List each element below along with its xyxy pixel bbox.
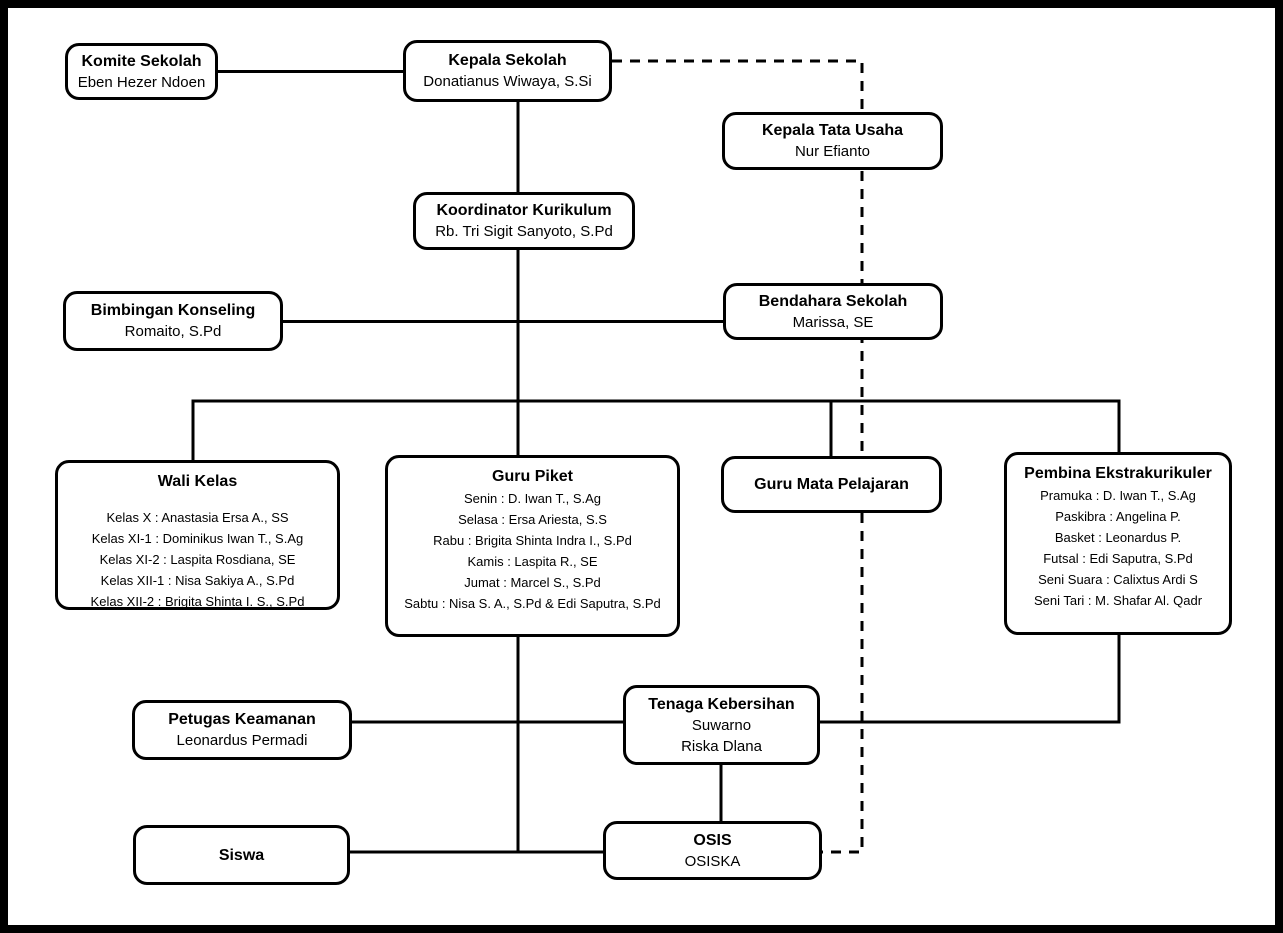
box-petugas-keamanan-title: Petugas Keamanan: [168, 711, 316, 728]
box-pembina-ekstrakurikuler-body: Pramuka : D. Iwan T., S.Ag Paskibra : An…: [1033, 488, 1203, 608]
edge-pembina-tenaga: [820, 635, 1121, 724]
box-petugas-keamanan-body: Leonardus Permadi: [176, 732, 308, 749]
box-guru-piket-body: Senin : D. Iwan T., S.Ag Selasa : Ersa A…: [404, 491, 661, 611]
box-siswa-title: Siswa: [218, 846, 265, 864]
box-koordinator-kurikulum-body: Rb. Tri Sigit Sanyoto, S.Pd: [435, 223, 613, 240]
box-bendahara-sekolah: Bendahara Sekolah Marissa, SE: [723, 283, 943, 340]
box-pembina-ekstrakurikuler: Pembina Ekstrakurikuler Pramuka : D. Iwa…: [1004, 452, 1232, 635]
box-bimbingan-konseling: Bimbingan Konseling Romaito, S.Pd: [63, 291, 283, 351]
box-bimbingan-konseling-body: Romaito, S.Pd: [124, 323, 222, 340]
box-kepala-tata-usaha-body: Nur Efianto: [794, 143, 871, 160]
box-bendahara-sekolah-title: Bendahara Sekolah: [758, 292, 908, 310]
box-kepala-tata-usaha: Kepala Tata Usaha Nur Efianto: [722, 112, 943, 170]
box-guru-piket: Guru Piket Senin : D. Iwan T., S.Ag Sela…: [385, 455, 680, 637]
box-wali-kelas: Wali Kelas Kelas X : Anastasia Ersa A., …: [55, 460, 340, 610]
box-tenaga-kebersihan-title: Tenaga Kebersihan: [648, 695, 795, 713]
box-tenaga-kebersihan-body: Suwarno Riska Dlana: [681, 716, 762, 755]
box-koordinator-kurikulum: Koordinator Kurikulum Rb. Tri Sigit Sany…: [413, 192, 635, 250]
box-petugas-keamanan: Petugas Keamanan Leonardus Permadi: [132, 700, 352, 760]
box-wali-kelas-body: Kelas X : Anastasia Ersa A., SS Kelas XI…: [90, 510, 305, 609]
box-koordinator-kurikulum-title: Koordinator Kurikulum: [436, 202, 612, 219]
box-kepala-sekolah-title: Kepala Sekolah: [448, 52, 567, 69]
box-pembina-ekstrakurikuler-title: Pembina Ekstrakurikuler: [1024, 465, 1212, 482]
box-komite-sekolah-body: Eben Hezer Ndoen: [77, 73, 206, 91]
box-bimbingan-konseling-title: Bimbingan Konseling: [90, 302, 256, 319]
box-wali-kelas-title: Wali Kelas: [157, 473, 238, 490]
box-osis: OSIS OSISKA: [603, 821, 822, 880]
box-kepala-tata-usaha-title: Kepala Tata Usaha: [761, 122, 904, 139]
box-kepala-sekolah-body: Donatianus Wiwaya, S.Si: [423, 73, 592, 90]
box-tenaga-kebersihan: Tenaga Kebersihan Suwarno Riska Dlana: [623, 685, 820, 765]
box-komite-sekolah: Komite Sekolah Eben Hezer Ndoen: [65, 43, 218, 100]
box-guru-mata-pelajaran-title: Guru Mata Pelajaran: [754, 476, 909, 493]
box-osis-title: OSIS: [693, 831, 732, 849]
box-komite-sekolah-title: Komite Sekolah: [81, 52, 202, 70]
box-kepala-sekolah: Kepala Sekolah Donatianus Wiwaya, S.Si: [403, 40, 612, 102]
box-guru-piket-title: Guru Piket: [492, 468, 573, 485]
box-bendahara-sekolah-body: Marissa, SE: [792, 313, 874, 331]
box-osis-body: OSISKA: [684, 852, 741, 870]
box-guru-mata-pelajaran: Guru Mata Pelajaran: [721, 456, 942, 513]
box-siswa: Siswa: [133, 825, 350, 885]
